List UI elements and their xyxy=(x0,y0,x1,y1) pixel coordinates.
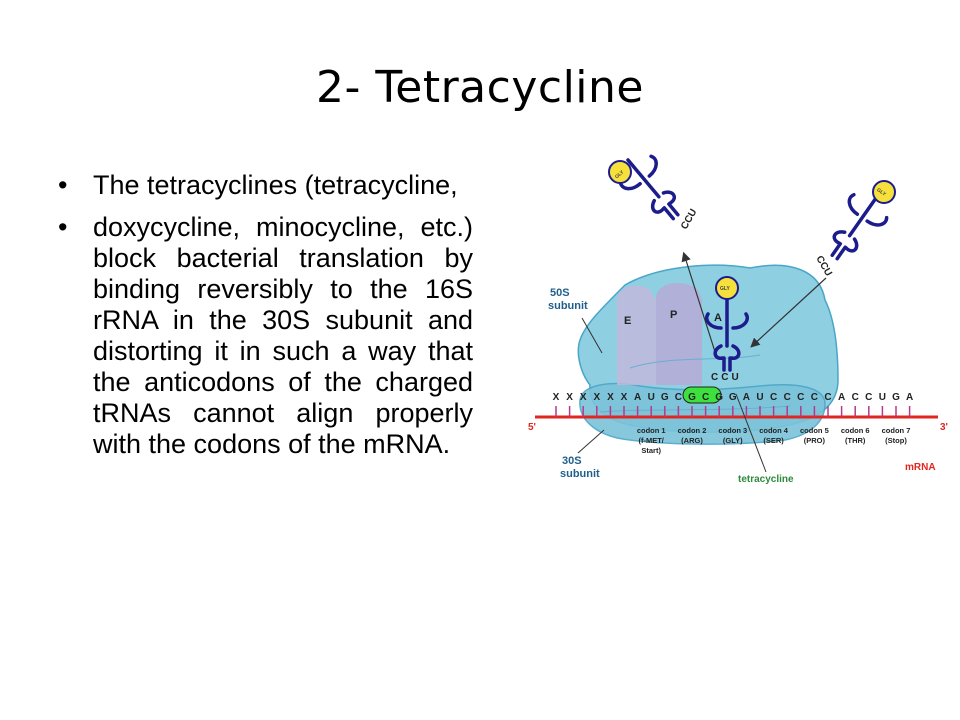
bullet-glyph: • xyxy=(58,212,68,242)
sequence-letter: X xyxy=(593,392,600,403)
sequence-letter: C xyxy=(770,392,777,403)
e-site xyxy=(617,285,656,385)
anticodon-letter: CCU xyxy=(679,207,699,231)
bullet-glyph: • xyxy=(58,170,68,200)
sequence-letter: C xyxy=(852,392,859,403)
sequence-letter: G xyxy=(688,392,696,403)
amino-acid-gly xyxy=(608,160,632,184)
codon-label: codon 3 xyxy=(718,426,747,435)
bullet-text: The tetracyclines (tetracycline, xyxy=(93,170,458,200)
codon-label: codon 1 xyxy=(637,426,666,435)
codon-label: codon 6 xyxy=(841,426,870,435)
sequence-letter: A xyxy=(634,392,641,403)
anticodon-letter: CCU xyxy=(813,254,833,278)
amino-acid-label: GLY xyxy=(614,169,626,180)
sequence-letter: C xyxy=(784,392,791,403)
ribosome-groove xyxy=(599,405,791,413)
exit-arrow xyxy=(681,251,717,356)
codon-3-highlight xyxy=(682,386,722,404)
three-prime-label: 3' xyxy=(940,422,948,433)
anticodon-letter: CCU xyxy=(711,372,742,383)
sequence-letter: C xyxy=(811,392,818,403)
ribosome-30s-body xyxy=(579,382,826,445)
small-subunit-label: 30S xyxy=(562,455,582,467)
large-subunit-label: subunit xyxy=(548,300,588,312)
entry-arrow xyxy=(750,277,827,348)
sequence-letter: G xyxy=(892,392,900,403)
p-site xyxy=(656,283,702,385)
sequence-letter: A xyxy=(838,392,845,403)
sequence-letter: G xyxy=(715,392,723,403)
codon-label: (THR) xyxy=(845,436,866,445)
codon-label: (ARG) xyxy=(681,436,703,445)
codon-label: (SER) xyxy=(763,436,784,445)
sequence-letter: X xyxy=(621,392,628,403)
codon-label: codon 7 xyxy=(882,426,911,435)
sequence-letter: C xyxy=(865,392,872,403)
bullet-text: doxycycline, minocycline, etc.) block ba… xyxy=(93,212,473,459)
sequence-letter: X xyxy=(607,392,614,403)
mrna-ticks xyxy=(555,406,911,417)
codon-label: Start) xyxy=(641,446,661,455)
site-p-label: P xyxy=(670,309,677,321)
slide-title: 2- Tetracycline xyxy=(316,62,644,113)
sequence-letter: C xyxy=(797,392,804,403)
codon-label: (f-MET/ xyxy=(638,436,664,445)
site-a-label: A xyxy=(714,312,722,324)
small-subunit-pointer xyxy=(577,429,605,454)
bullet-item: • doxycycline, minocycline, etc.) block … xyxy=(58,212,473,460)
codon-label: (GLY) xyxy=(723,436,743,445)
small-subunit-label: subunit xyxy=(560,468,600,480)
codon-label: (Stop) xyxy=(885,436,907,445)
tetracycline-pointer xyxy=(735,393,767,473)
sequence-letter: G xyxy=(729,392,737,403)
ribosome-groove xyxy=(629,354,761,369)
translation-diagram: E P A 50S subunit 30S subunit GLY CCU GL… xyxy=(528,154,948,485)
codon-label: (PRO) xyxy=(804,436,826,445)
sequence-letter: G xyxy=(661,392,669,403)
sequence-letter: U xyxy=(756,392,763,403)
five-prime-label: 5' xyxy=(528,422,536,433)
mrna-label: mRNA xyxy=(905,462,936,473)
amino-acid-label: GLY xyxy=(875,187,887,198)
sequence-letter: U xyxy=(879,392,886,403)
sequence-letter: X xyxy=(580,392,587,403)
sequence-letter: U xyxy=(648,392,655,403)
codon-label: codon 4 xyxy=(759,426,789,435)
site-e-label: E xyxy=(624,315,631,327)
large-subunit-pointer xyxy=(581,317,603,354)
sequence-letter: C xyxy=(675,392,682,403)
sequence-letter: A xyxy=(906,392,913,403)
codon-labels: codon 1(f-MET/Start)codon 2(ARG)codon 3(… xyxy=(637,426,911,455)
amino-acid-gly xyxy=(872,180,896,204)
bullet-list: • The tetracyclines (tetracycline, • dox… xyxy=(58,170,473,471)
trna-bound-a-site xyxy=(705,298,749,372)
amino-acid-label: GLY xyxy=(720,286,730,292)
sequence-letter: A xyxy=(743,392,750,403)
trna-incoming xyxy=(830,192,889,261)
sequence-letter: X xyxy=(566,392,573,403)
large-subunit-label: 50S xyxy=(550,287,570,299)
codon-label: codon 5 xyxy=(800,426,829,435)
trna-departing xyxy=(618,154,680,221)
sequence-letter: C xyxy=(702,392,709,403)
tetracycline-label: tetracycline xyxy=(738,474,794,485)
bullet-item: • The tetracyclines (tetracycline, xyxy=(58,170,473,201)
codon-label: codon 2 xyxy=(678,426,707,435)
sequence-letter: X xyxy=(553,392,560,403)
sequence-letter: C xyxy=(824,392,831,403)
amino-acid-gly xyxy=(715,276,739,300)
